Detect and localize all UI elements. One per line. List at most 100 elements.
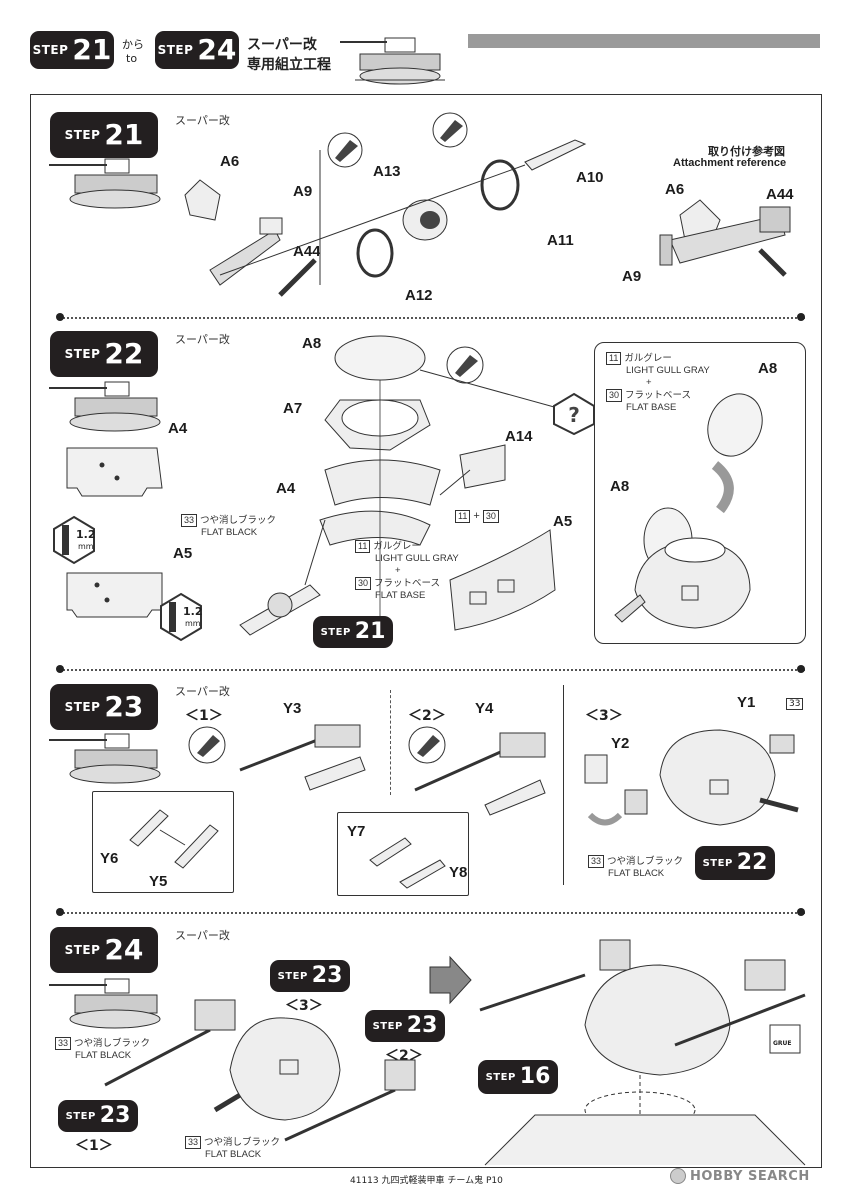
- step-number: 23: [104, 690, 144, 723]
- header-title-line2: 専用組立工程: [247, 57, 331, 73]
- header-title-line1: スーパー改: [247, 37, 317, 53]
- part-label-Y3: Y3: [283, 700, 302, 717]
- footer-watermark: HOBBY SEARCH: [670, 1168, 810, 1184]
- part-label-A9: A9: [293, 183, 313, 200]
- paint-code: 33: [181, 514, 198, 527]
- step23-solid-divider: [563, 685, 564, 885]
- step23-substep2-drawing: [408, 726, 546, 816]
- footer-page-info: 41113 九四式軽装甲車 チーム鬼 P10: [350, 1176, 503, 1186]
- paint-name-jp: つや消しブラック: [200, 515, 277, 526]
- drill-icon-1: [53, 515, 95, 565]
- paint-name-en: FLAT BLACK: [75, 1050, 132, 1061]
- panel-part-label-A8-upper: A8: [758, 360, 778, 377]
- step-word: STEP: [485, 1071, 516, 1083]
- part-label-Y2: Y2: [611, 735, 630, 752]
- reference-title-en: Attachment reference: [673, 157, 787, 169]
- divider-dot: [56, 313, 64, 321]
- paint-code: 33: [588, 855, 605, 868]
- paint-name-jp: つや消しブラック: [607, 856, 684, 867]
- glue-icon-label: GRUE: [773, 1040, 792, 1047]
- step24-exploded-drawing: [104, 999, 416, 1142]
- paint-code: 11: [455, 510, 471, 523]
- divider-step22-23: [60, 669, 805, 671]
- drill-size-1: 1.2: [76, 528, 96, 541]
- arrow-pointer-icon: ?: [553, 392, 595, 436]
- reference-title-jp: 取り付け参考図: [708, 145, 785, 158]
- part-label-A4-center: A4: [276, 480, 296, 497]
- step24-subtitle: スーパー改: [175, 929, 230, 942]
- paint-code: 11: [355, 540, 371, 553]
- header-from-step-badge: STEP 21: [30, 31, 114, 69]
- reference-assembly-drawing: [659, 199, 791, 277]
- step21-tank-thumbnail: [49, 158, 161, 209]
- step23-substep3-drawing: [584, 729, 799, 826]
- part-label-Y7: Y7: [347, 823, 366, 840]
- paint-name-en: FLAT BLACK: [201, 527, 258, 538]
- step22-badge: STEP 22: [50, 331, 158, 377]
- header-to-step-badge: STEP 24: [155, 31, 239, 69]
- header-gray-bar: [468, 34, 820, 48]
- step24-ref-sub-3: ＜3＞: [285, 998, 323, 1014]
- part-label-A11: A11: [547, 232, 574, 249]
- step24-ref-step23-3-badge: STEP 23: [270, 960, 350, 992]
- divider-dot: [797, 313, 805, 321]
- step23-detail-panel-1: [92, 791, 234, 893]
- step-number: 23: [406, 1013, 438, 1038]
- step23-tank-thumbnail: [49, 733, 161, 784]
- part-label-Y6: Y6: [100, 850, 119, 867]
- ref-part-label-A44: A44: [766, 186, 794, 203]
- svg-text:?: ?: [568, 403, 580, 427]
- divider-dot: [797, 908, 805, 916]
- step23-substep1-drawing: [188, 724, 366, 791]
- ref-part-label-A6: A6: [665, 181, 685, 198]
- panel-part-label-A8-lower: A8: [610, 478, 630, 495]
- part-label-A6: A6: [220, 153, 240, 170]
- plus-sign: +: [646, 377, 652, 388]
- step23-detail1-drawing: [129, 809, 219, 869]
- substep-label-3: ＜3＞: [585, 708, 623, 724]
- paint-name-en: FLAT BLACK: [608, 868, 665, 879]
- step-word: STEP: [372, 1020, 403, 1032]
- step22-turret-assembly-drawing: [239, 335, 566, 636]
- paint-code: 11: [606, 352, 622, 365]
- header-tank-thumbnail: [340, 37, 445, 85]
- part-label-Y4: Y4: [475, 700, 494, 717]
- step23-subtitle: スーパー改: [175, 685, 230, 698]
- step-word: STEP: [320, 626, 351, 638]
- paint-name-en: LIGHT GULL GRAY: [626, 365, 710, 376]
- step-number: 16: [519, 1064, 551, 1089]
- step-word: STEP: [64, 700, 101, 714]
- paint-name-jp: つや消しブラック: [204, 1137, 281, 1148]
- step22-ref-step21-badge: STEP 21: [313, 616, 393, 648]
- step-word: STEP: [157, 43, 194, 57]
- step-word: STEP: [277, 970, 308, 982]
- divider-dot: [56, 665, 64, 673]
- drill-unit-1: mm: [78, 542, 94, 551]
- step-word: STEP: [64, 347, 101, 361]
- step-word: STEP: [65, 1110, 96, 1122]
- step-number: 21: [104, 118, 144, 151]
- step24-next-arrow-icon: [429, 955, 472, 1005]
- paint-name-en: FLAT BASE: [626, 402, 677, 413]
- step-number: 23: [99, 1103, 131, 1128]
- part-label-Y5: Y5: [149, 873, 168, 890]
- part-label-A13: A13: [373, 163, 401, 180]
- part-label-A12: A12: [405, 287, 433, 304]
- drill-icon-2: [160, 592, 202, 642]
- substep-label-1: ＜1＞: [185, 708, 223, 724]
- step-word: STEP: [702, 857, 733, 869]
- substep-label-2: ＜2＞: [408, 708, 446, 724]
- step21-badge: STEP 21: [50, 112, 158, 158]
- step23-dashed-divider: [390, 690, 391, 795]
- header-from-word: から: [122, 38, 144, 51]
- step24-badge: STEP 24: [50, 927, 158, 973]
- part-label-A7: A7: [283, 400, 303, 417]
- step23-ref-step22-badge: STEP 22: [695, 846, 775, 880]
- part-label-A8-top: A8: [302, 335, 322, 352]
- step-word: STEP: [64, 128, 101, 142]
- step-number: 21: [72, 33, 112, 66]
